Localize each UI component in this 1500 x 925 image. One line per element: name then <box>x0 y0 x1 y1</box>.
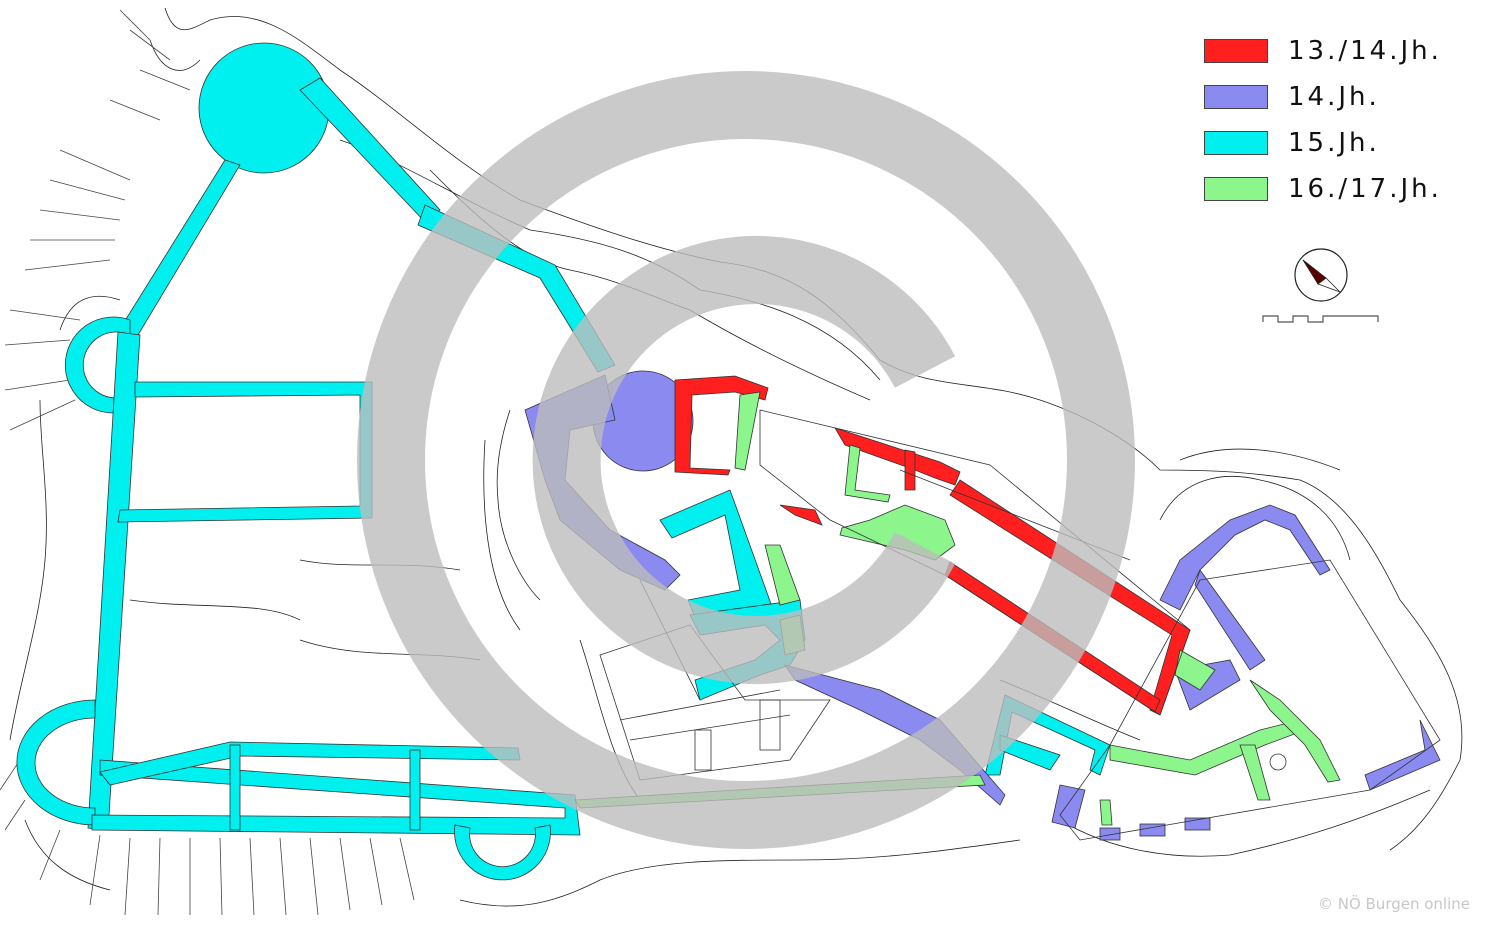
north-arrow-icon <box>1294 248 1348 302</box>
legend-swatch <box>1204 177 1268 201</box>
legend: 13./14.Jh. 14.Jh. 15.Jh. 16./17.Jh. <box>1204 28 1484 212</box>
scale-bar <box>1262 315 1379 323</box>
copyright-icon <box>357 71 1135 849</box>
legend-item: 16./17.Jh. <box>1204 166 1484 212</box>
legend-swatch <box>1204 39 1268 63</box>
copyright-credit: © NÖ Burgen online <box>1317 895 1470 913</box>
legend-label: 16./17.Jh. <box>1288 174 1442 204</box>
legend-item: 15.Jh. <box>1204 120 1484 166</box>
legend-label: 13./14.Jh. <box>1288 36 1442 66</box>
legend-label: 15.Jh. <box>1288 128 1380 158</box>
legend-item: 14.Jh. <box>1204 74 1484 120</box>
legend-swatch <box>1204 131 1268 155</box>
legend-item: 13./14.Jh. <box>1204 28 1484 74</box>
legend-label: 14.Jh. <box>1288 82 1380 112</box>
slope-hatching <box>0 9 415 916</box>
legend-swatch <box>1204 85 1268 109</box>
